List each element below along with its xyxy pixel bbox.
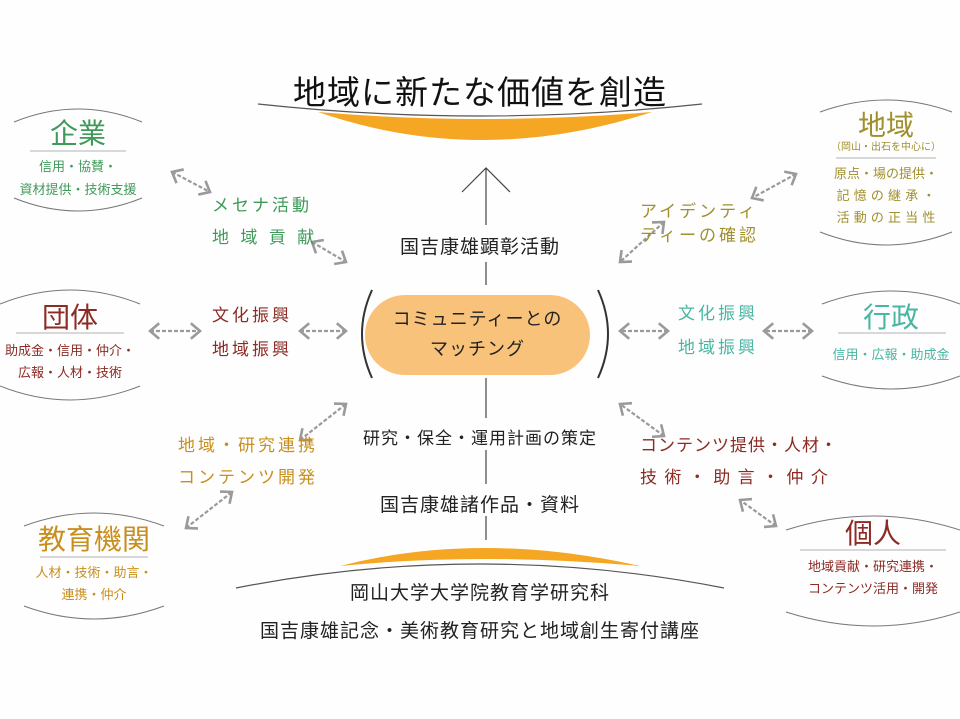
gyosei-arc-bottom xyxy=(821,375,960,390)
right-paren xyxy=(597,289,609,379)
node-chiiki-desc-2: 記 憶 の 継 承 ・ xyxy=(836,189,936,204)
label-chiiki-1: アイデンティ xyxy=(640,202,759,222)
arrow-kigyo-inner-shaft xyxy=(311,241,347,263)
label-dantai-2: 地域振興 xyxy=(212,340,292,360)
node-kigyo-desc-2: 資材提供・技術支援 xyxy=(19,183,137,198)
dantai-arc-bottom xyxy=(0,385,141,401)
label-gyosei-2: 地域振興 xyxy=(678,338,758,358)
kojin-arc-bottom xyxy=(785,611,960,627)
arrow-kojin-outer-shaft xyxy=(739,499,777,527)
label-kojin-2: 技 術 ・ 助 言 ・ 仲 介 xyxy=(640,468,829,488)
base-line-2: 国吉康雄記念・美術教育研究と地域創生寄付講座 xyxy=(259,620,700,642)
node-kyoiku-desc-2: 連携・仲介 xyxy=(61,588,127,603)
arrow-chiiki-outer-shaft xyxy=(751,173,797,199)
kigyo-arc-bottom xyxy=(13,197,143,212)
node-chiiki-title: 地域 xyxy=(857,109,914,142)
arrow-chiiki-inner-head-start xyxy=(651,220,666,235)
top-crescent xyxy=(318,112,652,140)
node-chiiki-desc-1: 原点・場の提供・ xyxy=(833,167,938,182)
arrow-kojin-inner-shaft xyxy=(619,403,665,437)
arrow-gyosei-outer-head-start xyxy=(801,322,815,340)
arrow-kyoiku-outer-head-end xyxy=(219,490,234,505)
node-kojin-title: 個人 xyxy=(844,517,901,550)
node-gyosei-title: 行政 xyxy=(862,301,919,334)
label-gyosei-1: 文化振興 xyxy=(678,304,758,324)
arrow-kigyo-outer-shaft xyxy=(171,171,211,193)
arrow-dantai-outer-head-end xyxy=(189,322,203,340)
arrow-kojin-inner-head-end xyxy=(618,401,633,416)
kigyo-arc-top xyxy=(13,108,143,123)
arrow-kyoiku-outer-shaft xyxy=(185,491,233,529)
node-kojin-desc-1: 地域貢献・研究連携・ xyxy=(807,560,938,575)
node-kyoiku-title: 教育機関 xyxy=(37,523,150,556)
arrow-chiiki-outer-head-end xyxy=(750,186,765,202)
bottom-crescent xyxy=(340,548,640,566)
dantai-arc-top xyxy=(0,289,141,305)
node-dantai-title: 団体 xyxy=(41,301,98,334)
top-arc xyxy=(257,103,703,117)
node-kigyo-title: 企業 xyxy=(49,117,106,150)
node-gyosei-desc-1: 信用・広報・助成金 xyxy=(832,348,950,363)
chiiki-arc-bottom xyxy=(819,231,953,246)
arrow-dantai-inner-head-start xyxy=(297,322,311,340)
bottom-arc xyxy=(235,563,725,589)
arrow-kigyo-outer-head-end xyxy=(198,180,212,196)
node-kojin-desc-2: コンテンツ活用・開発 xyxy=(807,582,938,597)
arrow-gyosei-inner-head-end xyxy=(617,322,631,340)
pill-line-1: コミュニティーとの xyxy=(392,309,563,330)
left-paren xyxy=(361,289,373,379)
arrow-kyoiku-outer-head-start xyxy=(184,515,199,530)
chiiki-arc-top xyxy=(819,99,953,113)
arrow-kojin-outer-head-end xyxy=(738,497,753,512)
arrow-kyoiku-inner-head-end xyxy=(333,402,348,417)
label-kyoiku-1: 地域・研究連携 xyxy=(178,436,318,456)
matching-pill xyxy=(365,295,590,375)
spire xyxy=(461,167,511,225)
mid-center-label: 研究・保全・運用計画の策定 xyxy=(363,429,597,449)
arrow-kigyo-outer-head-start xyxy=(170,168,184,184)
kyoiku-arc-top xyxy=(23,512,165,527)
arrow-kigyo-inner-head-end xyxy=(333,250,348,266)
kojin-arc-top xyxy=(785,515,960,531)
arrow-kyoiku-inner-head-start xyxy=(298,427,313,442)
label-kigyo-2: 地 域 貢 献 xyxy=(212,228,318,248)
label-kyoiku-2: コンテンツ開発 xyxy=(178,468,318,488)
pill-line-2: マッチング xyxy=(430,339,525,360)
arrow-dantai-outer-head-start xyxy=(147,322,161,340)
arrow-kojin-inner-head-start xyxy=(651,424,666,439)
arrow-gyosei-outer-head-end xyxy=(761,322,775,340)
arrow-gyosei-inner-head-start xyxy=(657,322,671,340)
label-kigyo-1: メセナ活動 xyxy=(212,196,312,216)
kyoiku-arc-bottom xyxy=(23,605,165,620)
label-dantai-1: 文化振興 xyxy=(212,306,292,326)
arrow-chiiki-inner-shaft xyxy=(619,221,665,263)
node-dantai-desc-2: 広報・人材・技術 xyxy=(17,366,122,381)
diagram-title: 地域に新たな価値を創造 xyxy=(293,73,667,112)
arrow-kyoiku-inner-shaft xyxy=(299,403,347,441)
node-kigyo-desc-1: 信用・協賛・ xyxy=(38,160,117,175)
arrow-kojin-outer-head-start xyxy=(763,514,778,529)
bottom-center-label: 国吉康雄諸作品・資料 xyxy=(379,494,580,516)
label-chiiki-2: ティーの確認 xyxy=(640,226,759,246)
arrow-dantai-inner-head-end xyxy=(335,322,349,340)
node-kyoiku-desc-1: 人材・技術・助言・ xyxy=(35,566,153,581)
base-line-1: 岡山大学大学院教育学研究科 xyxy=(349,582,610,604)
node-dantai-desc-1: 助成金・信用・仲介・ xyxy=(4,344,135,359)
gyosei-arc-top xyxy=(821,290,960,305)
arrow-kigyo-inner-head-start xyxy=(310,238,325,254)
label-kojin-1: コンテンツ提供・人材・ xyxy=(640,436,838,456)
top-center-label: 国吉康雄顕彰活動 xyxy=(399,236,560,258)
arrow-chiiki-outer-head-start xyxy=(783,170,798,186)
node-chiiki-subtitle: （岡山・出石を中心に） xyxy=(831,142,941,153)
node-chiiki-desc-3: 活 動 の 正 当 性 xyxy=(836,211,936,226)
arrow-chiiki-inner-head-end xyxy=(618,249,633,264)
